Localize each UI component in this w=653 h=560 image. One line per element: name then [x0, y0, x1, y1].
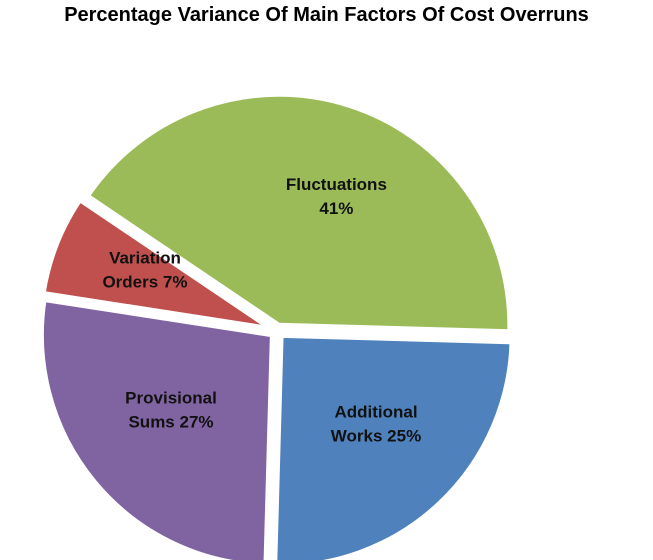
slice-label-line: Provisional [125, 389, 217, 408]
slice-label-line: Variation [109, 249, 181, 268]
pie-slice-additional [272, 332, 515, 560]
slice-label-line: Fluctuations [286, 175, 387, 194]
pie-slice-fluctuations [83, 91, 513, 335]
chart-title: Percentage Variance Of Main Factors Of C… [64, 4, 589, 26]
slice-label-line: 41% [319, 199, 353, 218]
pie-slice-variation [40, 196, 273, 332]
slices-layer [38, 91, 515, 560]
slice-label-line: Works 25% [331, 426, 421, 445]
slice-label-line: Additional [334, 402, 417, 421]
pie-slice-provisional [38, 296, 275, 560]
slice-label: Fluctuations 41% [286, 175, 387, 218]
slice-label-line: Orders 7% [102, 273, 187, 292]
slice-label-line: Sums 27% [128, 413, 213, 432]
